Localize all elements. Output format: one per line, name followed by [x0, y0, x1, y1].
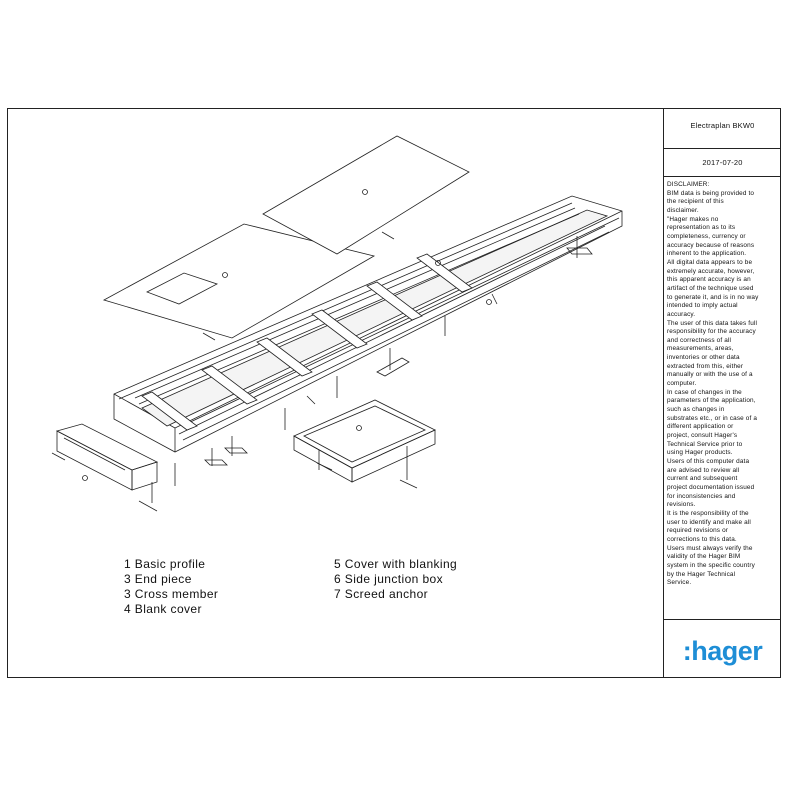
disclaimer-line: corrections to this data.: [667, 535, 737, 543]
cross-members: [141, 253, 473, 431]
disclaimer-line: The user of this data takes full: [667, 319, 758, 327]
disclaimer-line: All digital data appears to be: [667, 258, 753, 266]
disclaimer-line: for inconsistencies and: [667, 492, 736, 500]
disclaimer-line: accuracy because of reasons: [667, 241, 755, 249]
screed-anchors: [174, 236, 593, 486]
disclaimer-line: parameters of the application,: [667, 397, 756, 405]
disclaimer-cell: DISCLAIMER:BIM data is being provided to…: [663, 177, 781, 620]
disclaimer-line: completeness, currency or: [667, 232, 746, 240]
legend-right-column: 5 Cover with blanking 6 Side junction bo…: [334, 557, 457, 602]
callout-6: [356, 425, 362, 431]
disclaimer-line: measurements, areas,: [667, 345, 734, 353]
drawing-frame: [7, 108, 781, 678]
side-junction-box: [293, 395, 436, 489]
disclaimer-line: required revisions or: [667, 527, 729, 535]
legend-item: 7 Screed anchor: [334, 587, 429, 601]
disclaimer-line: system in the specific country: [667, 561, 755, 569]
hager-logo: :hager: [682, 636, 763, 666]
disclaimer-line: such as changes in: [667, 406, 725, 414]
disclaimer-line: project documentation issued: [667, 483, 755, 491]
isometric-drawing: [51, 135, 623, 512]
end-piece: [51, 423, 159, 512]
disclaimer-line: substrates etc., or in case of a: [667, 414, 758, 422]
disclaimer-text: DISCLAIMER:BIM data is being provided to…: [667, 181, 779, 588]
callout-4: [362, 189, 368, 195]
disclaimer-line: using Hager products.: [667, 449, 733, 457]
legend-item: 3 End piece: [124, 572, 192, 586]
disclaimer-line: user to identify and make all: [667, 518, 751, 526]
blank-cover: [262, 135, 470, 255]
disclaimer-line: revisions.: [667, 501, 696, 509]
disclaimer-line: inherent to the application.: [667, 250, 747, 258]
disclaimer-line: artifact of the technique used: [667, 284, 754, 292]
callout-2: [82, 475, 88, 481]
disclaimer-line: BIM data is being provided to: [667, 189, 755, 197]
product-name: Electraplan BKW0: [690, 121, 755, 130]
disclaimer-line: intended to imply actual: [667, 302, 738, 310]
disclaimer-line: project, consult Hager's: [667, 432, 738, 440]
disclaimer-line: and correctness of all: [667, 336, 732, 344]
disclaimer-line: disclaimer.: [667, 206, 699, 214]
disclaimer-line: In case of changes in the: [667, 388, 742, 396]
disclaimer-line: responsibility for the accuracy: [667, 328, 756, 336]
disclaimer-line: different application or: [667, 423, 734, 431]
disclaimer-line: accuracy.: [667, 310, 696, 318]
logo-cell: :hager: [663, 620, 781, 678]
legend-item: 6 Side junction box: [334, 572, 444, 586]
disclaimer-line: current and subsequent: [667, 475, 738, 483]
cover-with-blanking: [102, 223, 376, 339]
disclaimer-line: It is the responsibility of the: [667, 509, 749, 517]
callout-1: [435, 260, 441, 266]
disclaimer-line: validity of the Hager BIM: [667, 553, 741, 561]
callout-7: [486, 299, 492, 305]
disclaimer-line: representation as to its: [667, 224, 736, 232]
legend-left-column: 1 Basic profile 3 End piece 3 Cross memb…: [124, 557, 218, 617]
disclaimer-line: the recipient of this: [667, 198, 724, 206]
disclaimer-line: Service.: [667, 579, 692, 587]
disclaimer-line: inventories or other data: [667, 354, 740, 362]
disclaimer-line: manually or with the use of a: [667, 371, 753, 379]
disclaimer-line: extremely accurate, however,: [667, 267, 755, 275]
disclaimer-line: "Hager makes no: [667, 215, 719, 223]
disclaimer-line: are advised to review all: [667, 466, 740, 474]
legend-item: 5 Cover with blanking: [334, 557, 458, 571]
title-block-product-cell: Electraplan BKW0: [663, 108, 781, 149]
title-block-date-cell: 2017-07-20: [663, 149, 781, 177]
callout-5: [222, 272, 228, 278]
disclaimer-line: extracted from this, either: [667, 362, 744, 370]
disclaimer-line: DISCLAIMER:: [667, 181, 710, 188]
disclaimer-line: Technical Service prior to: [667, 440, 743, 448]
legend-item: 1 Basic profile: [124, 557, 206, 571]
legend-item: 3 Cross member: [124, 587, 219, 601]
drawing-date: 2017-07-20: [702, 158, 743, 167]
legend-item: 4 Blank cover: [124, 602, 202, 616]
title-block: Electraplan BKW0 2017-07-20 DISCLAIMER:B…: [663, 108, 781, 678]
disclaimer-line: Users of this computer data: [667, 458, 750, 465]
disclaimer-line: to generate it, and is in no way: [667, 293, 759, 301]
disclaimer-line: by the Hager Technical: [667, 570, 736, 578]
disclaimer-line: computer.: [667, 380, 697, 388]
disclaimer-line: this apparent accuracy is an: [667, 276, 751, 284]
disclaimer-line: Users must always verify the: [667, 544, 753, 552]
